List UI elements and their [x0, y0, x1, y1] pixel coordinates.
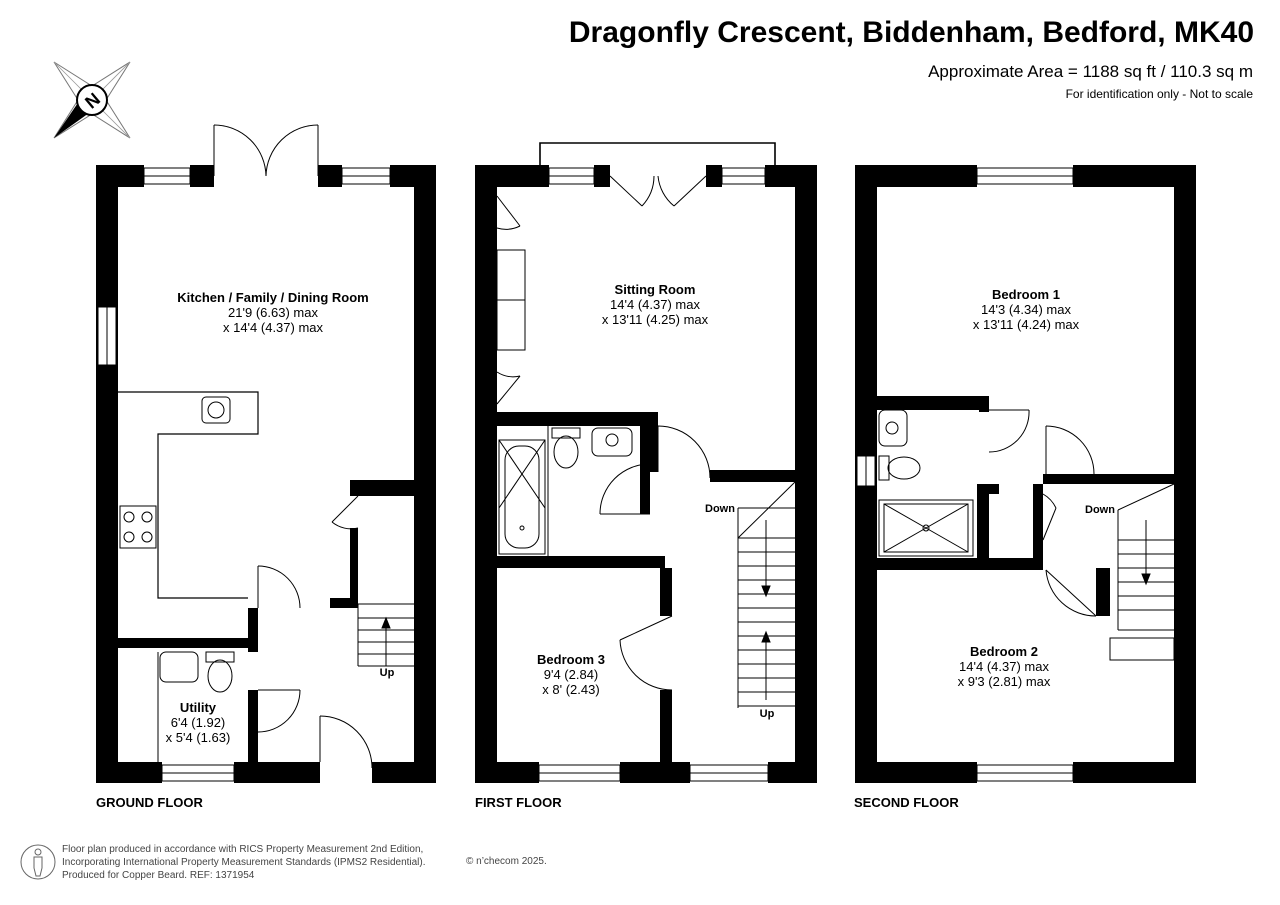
room-dimension: 14'3 (4.34) max	[981, 302, 1071, 317]
second-floor-label: SECOND FLOOR	[854, 795, 959, 810]
room-kitchen-family-dining: Kitchen / Family / Dining Room 21'9 (6.6…	[177, 290, 368, 335]
stairs-up-label: Up	[379, 667, 395, 679]
room-name: Sitting Room	[614, 282, 696, 297]
room-name: Bedroom 2	[970, 644, 1038, 659]
room-bedroom-1: Bedroom 1 14'3 (4.34) max x 13'11 (4.24)…	[973, 287, 1079, 332]
room-dimension: x 8' (2.43)	[542, 682, 600, 697]
room-name: Utility	[179, 700, 217, 715]
stairs-down-label: Down	[1085, 504, 1115, 516]
property-title: Dragonfly Crescent, Biddenham, Bedford, …	[568, 16, 1254, 49]
stairs-down-label: Down	[705, 503, 735, 515]
ground-floor-label: GROUND FLOOR	[96, 795, 203, 810]
footer-line: Produced for Copper Beard. REF: 1371954	[62, 870, 255, 881]
room-dimension: 21'9 (6.63) max	[228, 305, 318, 320]
ground-floor-plan	[96, 165, 436, 783]
room-bedroom-3: Bedroom 3 9'4 (2.84) x 8' (2.43)	[537, 652, 605, 697]
room-sitting-room: Sitting Room 14'4 (4.37) max x 13'11 (4.…	[602, 282, 708, 327]
second-floor-plan	[855, 165, 1196, 783]
compass-icon: N	[53, 61, 131, 139]
room-name: Bedroom 3	[537, 652, 605, 667]
first-floor-label: FIRST FLOOR	[475, 795, 562, 810]
first-floor-plan	[475, 165, 817, 783]
room-dimension: x 13'11 (4.25) max	[601, 312, 709, 327]
room-bedroom-2: Bedroom 2 14'4 (4.37) max x 9'3 (2.81) m…	[958, 644, 1051, 689]
room-dimension: x 14'4 (4.37) max	[222, 320, 324, 335]
approximate-area: Approximate Area = 1188 sq ft / 110.3 sq…	[928, 62, 1253, 81]
footer-line: Floor plan produced in accordance with R…	[62, 844, 424, 855]
room-dimension: 14'4 (4.37) max	[610, 297, 700, 312]
scale-note: For identification only - Not to scale	[1065, 87, 1253, 101]
room-dimension: x 5'4 (1.63)	[165, 730, 231, 745]
room-name: Kitchen / Family / Dining Room	[177, 290, 369, 305]
room-dimension: x 13'11 (4.24) max	[972, 317, 1080, 332]
footer-line: Incorporating International Property Mea…	[62, 857, 426, 868]
room-utility: Utility 6'4 (1.92) x 5'4 (1.63)	[166, 700, 231, 745]
room-dimension: 9'4 (2.84)	[543, 667, 599, 682]
person-icon	[20, 844, 56, 880]
footer-notes: Floor plan produced in accordance with R…	[62, 843, 426, 882]
stairs-up-label: Up	[759, 708, 775, 720]
room-name: Bedroom 1	[992, 287, 1060, 302]
copyright-notice: © n’checom 2025.	[466, 856, 547, 867]
room-dimension: x 9'3 (2.81) max	[957, 674, 1051, 689]
room-dimension: 6'4 (1.92)	[170, 715, 226, 730]
room-dimension: 14'4 (4.37) max	[959, 659, 1049, 674]
